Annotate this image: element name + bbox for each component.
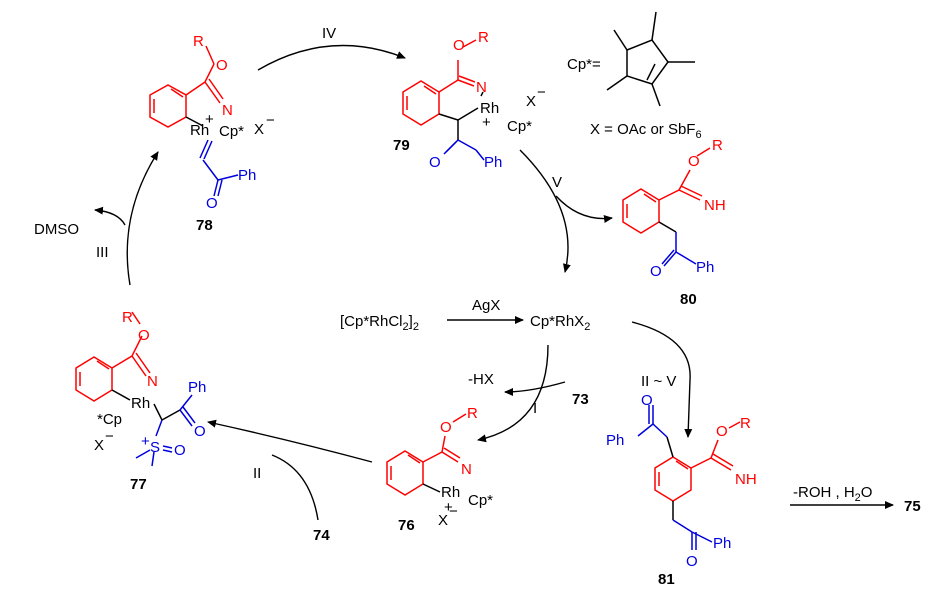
c79-x-minus: − [537, 84, 546, 101]
arrow-ii [207, 419, 373, 463]
c81-ph-2: Ph [713, 535, 731, 552]
arrow-ii-v [631, 321, 693, 438]
c76-o: O [440, 419, 452, 436]
compound-76-structure [386, 413, 467, 496]
c80-carbonyl-o: O [650, 263, 662, 280]
c76-x-minus: − [449, 503, 458, 520]
c77-x-minus: − [105, 428, 114, 445]
c76-r: R [467, 405, 478, 422]
arrow-v [519, 149, 571, 273]
c81-ph-1: Ph [606, 432, 624, 449]
c78-x-minus: − [266, 112, 275, 129]
c76-cp: Cp* [468, 492, 493, 509]
arrow-v-product [555, 195, 613, 223]
cp-star-structure: Cp*= [567, 11, 695, 107]
c81-nh: NH [735, 471, 757, 488]
c77-rh: Rh [131, 395, 150, 412]
label-ii: II [253, 465, 261, 482]
arrow-74-in [271, 454, 319, 521]
c78-r: R [193, 33, 204, 50]
c76-plus: + [444, 499, 453, 516]
arrow-hx [504, 381, 566, 396]
compound-77-structure [75, 311, 196, 467]
c79-o: O [453, 37, 465, 54]
c79-ph: Ph [484, 154, 502, 171]
c79-cp: Cp* [507, 118, 532, 135]
c81-carbonyl-o-1: O [641, 392, 653, 409]
compound-75-label: 75 [904, 498, 921, 515]
compound-80-label: 80 [680, 291, 697, 308]
c81-carbonyl-o-2: O [686, 553, 698, 570]
compound-80-structure [622, 147, 711, 267]
c81-r: R [740, 415, 751, 432]
c77-carbonyl-o: O [194, 423, 206, 440]
c77-r: R [122, 309, 133, 326]
label-roh: -ROH , H2O [793, 484, 872, 504]
arrow-iii [126, 151, 159, 286]
compound-78-label: 78 [196, 217, 213, 234]
c80-nh: NH [704, 197, 726, 214]
c77-so-o: O [174, 442, 186, 459]
label-iv: IV [322, 25, 336, 42]
c76-rh: Rh [441, 484, 460, 501]
arrow-iv [257, 44, 406, 71]
label-agx: AgX [472, 297, 500, 314]
c80-ph: Ph [696, 259, 714, 276]
cp-star-eq: Cp*= [567, 56, 601, 73]
c78-rh: Rh [190, 122, 209, 139]
compound-73-label: 73 [572, 391, 589, 408]
active-catalyst-label: Cp*RhX2 [530, 313, 590, 333]
c77-s-plus: + [141, 433, 150, 450]
precatalyst-label: [Cp*RhCl2]2 [340, 313, 419, 333]
x-definition: X = OAc or SbF6 [590, 121, 702, 141]
c81-o: O [716, 423, 728, 440]
c79-rh: Rh [480, 100, 499, 117]
c80-r: R [712, 137, 723, 154]
label-hx: -HX [468, 371, 494, 388]
label-ii-v: II ~ V [641, 373, 676, 390]
c78-n: N [222, 102, 233, 119]
c79-n: N [476, 79, 487, 96]
label-iii: III [96, 244, 109, 261]
compound-76-label: 76 [398, 517, 415, 534]
compound-78-structure [149, 45, 239, 197]
c79-r: R [478, 29, 489, 46]
c76-n: N [461, 461, 472, 478]
c79-x: X [526, 93, 536, 110]
c78-x: X [254, 121, 264, 138]
arrow-dmso [94, 206, 126, 226]
arrow-i [477, 344, 549, 443]
c77-ph: Ph [188, 379, 206, 396]
c76-x: X [438, 512, 448, 529]
c78-carbonyl-o: O [206, 195, 218, 212]
label-dmso: DMSO [34, 221, 79, 238]
c78-plus: + [205, 111, 214, 128]
label-i: I [533, 400, 537, 417]
c78-o: O [216, 57, 228, 74]
c79-carbonyl-o: O [429, 154, 441, 171]
compound-81-structure [637, 405, 741, 550]
compound-81-label: 81 [658, 571, 675, 588]
compound-79-structure [402, 39, 485, 161]
c77-s: S [150, 439, 160, 456]
label-v: V [552, 174, 562, 191]
c78-ph: Ph [238, 167, 256, 184]
compound-74-label: 74 [313, 527, 330, 544]
compound-79-label: 79 [393, 137, 410, 154]
c77-cp: *Cp [97, 411, 122, 428]
compound-77-label: 77 [130, 476, 147, 493]
c77-x: X [94, 437, 104, 454]
c79-plus: + [482, 114, 491, 131]
c77-n: N [147, 373, 158, 390]
c78-cp: Cp* [219, 123, 244, 140]
c80-o: O [688, 153, 700, 170]
c77-o: O [138, 327, 150, 344]
